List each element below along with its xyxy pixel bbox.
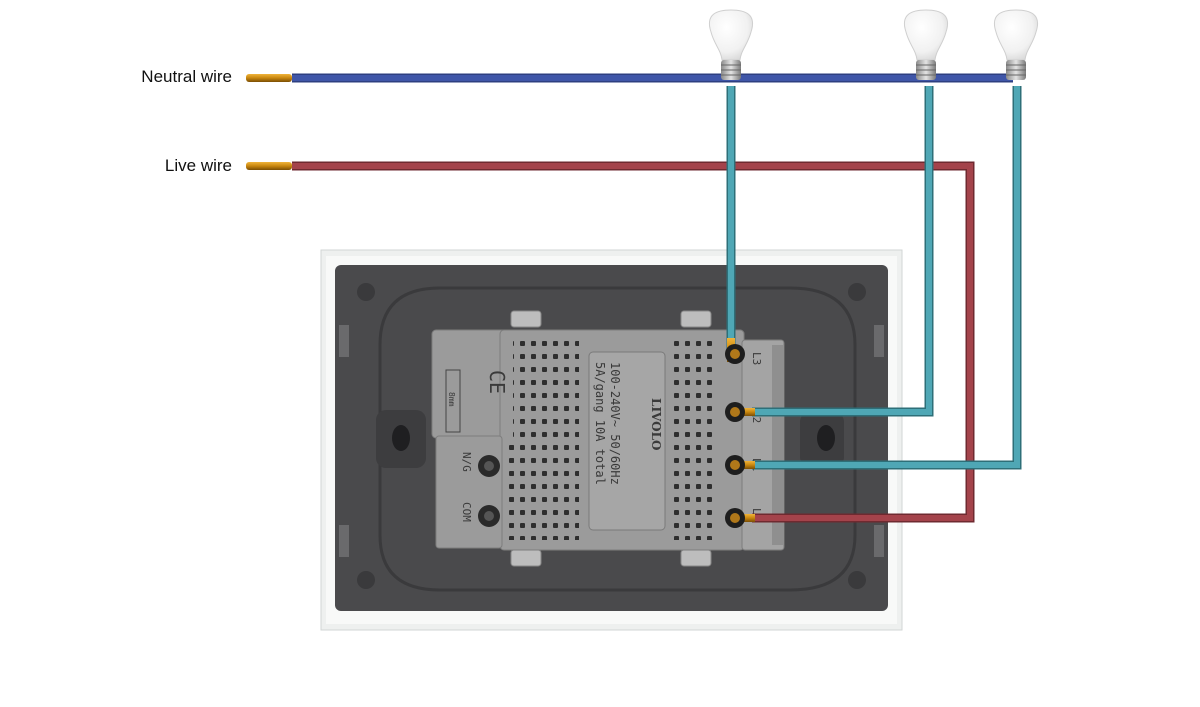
mount-hole bbox=[848, 283, 866, 301]
terminal-label-l: L bbox=[750, 508, 763, 515]
bulb-icon bbox=[709, 9, 753, 80]
plate-outline bbox=[378, 286, 857, 592]
live-wire bbox=[292, 163, 973, 521]
screw-slot-hole bbox=[817, 425, 835, 451]
module-label bbox=[588, 351, 666, 531]
vent-holes bbox=[671, 340, 717, 540]
vent-holes bbox=[513, 340, 579, 540]
plate-tab bbox=[339, 525, 349, 557]
live-wire-copper bbox=[246, 162, 292, 170]
load-wire-l1 bbox=[752, 86, 1020, 468]
screw-slot-hole bbox=[392, 425, 410, 451]
bulb-icon bbox=[994, 9, 1038, 80]
terminal-label-l3: L3 bbox=[750, 352, 763, 365]
rating-text: 5A/gang 10A total bbox=[593, 362, 607, 485]
plate-tab bbox=[874, 325, 884, 357]
wires bbox=[292, 73, 1022, 523]
voltage-text: 100-240V~ 50/60Hz bbox=[608, 362, 622, 485]
mount-hole bbox=[357, 571, 375, 589]
latch bbox=[510, 310, 542, 328]
strip-gauge bbox=[445, 369, 461, 433]
latch bbox=[680, 310, 712, 328]
strip-gauge-text: 8mm bbox=[447, 392, 456, 407]
neutral-wire-label: Neutral wire bbox=[141, 67, 232, 86]
load-wire-l2 bbox=[752, 86, 932, 415]
com-terminal-label: COM bbox=[460, 502, 473, 522]
control-module: 100-240V~ 50/60Hz 5A/gang 10A total LIVO… bbox=[431, 329, 785, 551]
brand-text: LIVOLO bbox=[649, 398, 663, 451]
bulb-icon bbox=[904, 9, 948, 80]
plate-tab bbox=[339, 325, 349, 357]
plate-tab bbox=[874, 525, 884, 557]
terminals bbox=[725, 338, 755, 528]
mount-hole bbox=[357, 283, 375, 301]
ce-mark-icon: CE bbox=[485, 370, 509, 394]
latch bbox=[510, 549, 542, 567]
live-wire-label: Live wire bbox=[165, 156, 232, 175]
ng-terminal-label: N/G bbox=[460, 452, 473, 472]
mount-hole bbox=[848, 571, 866, 589]
latch bbox=[680, 549, 712, 567]
neutral-wire-copper bbox=[246, 74, 292, 82]
svg-text:CE: CE bbox=[485, 370, 509, 394]
